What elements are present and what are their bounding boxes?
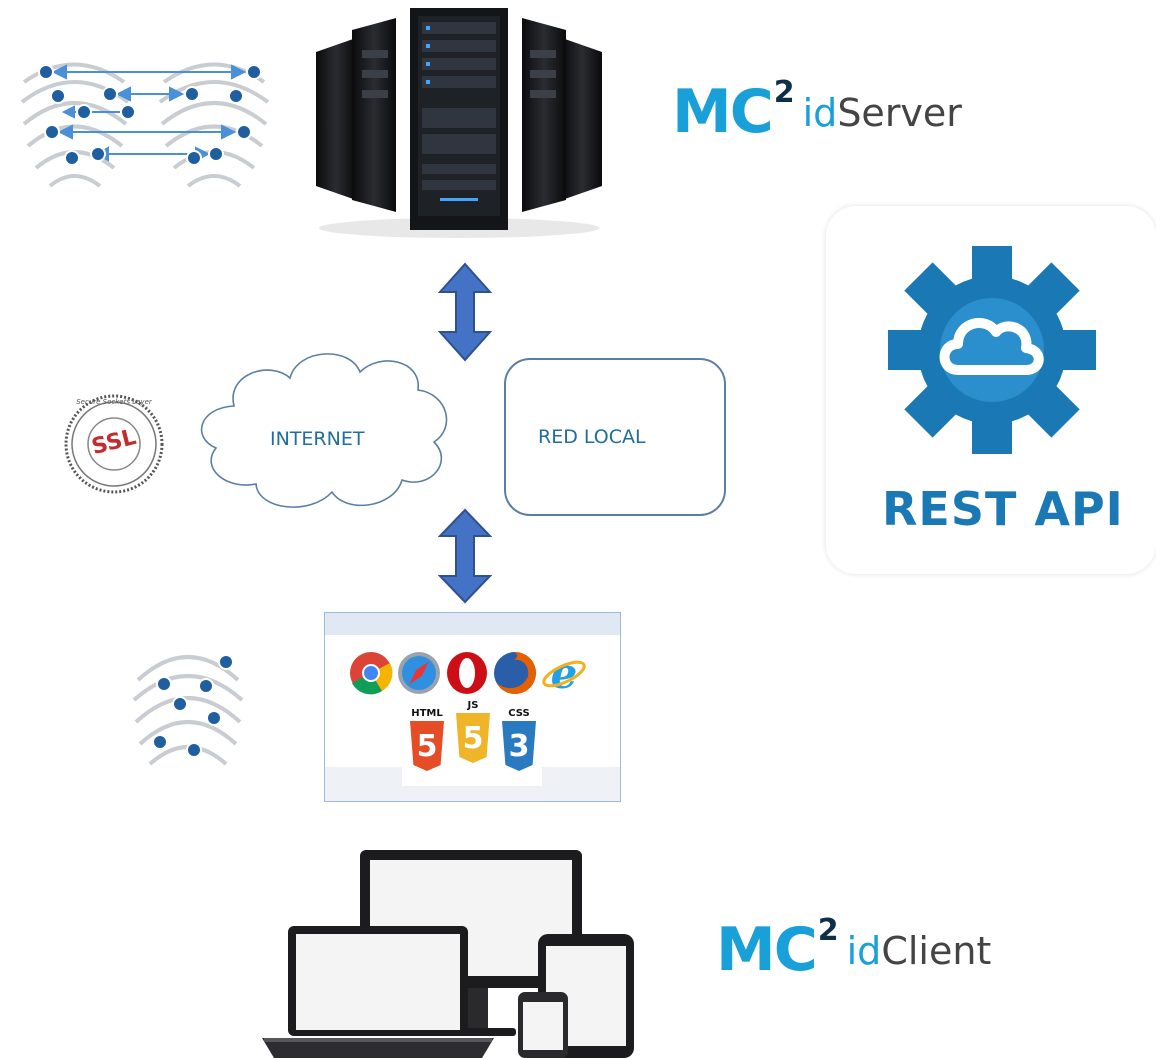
server-brand-mc: MC (672, 77, 774, 147)
internet-label: INTERNET (270, 428, 365, 450)
client-brand-logo: MC 2 idClient (716, 915, 992, 985)
internet-explorer-icon: e (542, 650, 586, 696)
double-arrow-top (438, 262, 492, 362)
server-brand-product: idServer (803, 90, 962, 136)
fingerprint-match-icon (20, 62, 270, 188)
server-brand-sup: 2 (773, 75, 795, 110)
html5-badge: HTML 5 (406, 708, 448, 784)
red-local-box (504, 358, 726, 516)
client-brand-product: idClient (847, 928, 992, 974)
opera-icon (447, 652, 487, 694)
internet-cloud-shape (200, 353, 448, 508)
client-brand-prefix: id (846, 929, 882, 973)
server-brand-prefix: id (802, 91, 838, 135)
html5-badge-number: 5 (416, 728, 438, 764)
fingerprint-icon (132, 654, 244, 766)
ssl-seal-icon (64, 394, 164, 494)
client-brand-sup: 2 (817, 913, 839, 948)
server-brand-logo: MC 2 idServer (672, 77, 962, 147)
chrome-icon (350, 652, 393, 695)
rest-api-label: REST API (882, 482, 1124, 536)
ssl-seal: Secure Sockets Layer SSL (62, 392, 166, 496)
svg-text:e: e (551, 650, 578, 696)
double-arrow-bottom (438, 508, 492, 604)
server-brand-suffix: Server (837, 91, 962, 135)
css3-badge: CSS 3 (498, 708, 540, 784)
client-brand-mc: MC (716, 915, 818, 985)
tech-badges: HTML 5 JS 5 CSS 3 (402, 700, 542, 786)
ssl-seal-ring-text: Secure Sockets Layer (76, 398, 152, 406)
js-badge: JS 5 (452, 700, 494, 776)
css3-shield-icon: 3 (502, 721, 536, 771)
gear-cloud-icon (888, 246, 1096, 454)
red-local-label: RED LOCAL (538, 426, 646, 448)
server-rack-icon (316, 8, 602, 238)
client-brand-suffix: Client (881, 929, 992, 973)
css3-badge-number: 3 (508, 728, 530, 764)
firefox-icon (494, 652, 536, 694)
browser-toolbar (325, 613, 620, 636)
devices-icon (262, 850, 634, 1058)
js-shield-icon: 5 (456, 713, 490, 763)
html5-badge-label: HTML (411, 708, 443, 719)
js-badge-label: JS (467, 700, 479, 711)
css3-badge-label: CSS (508, 708, 530, 719)
html5-shield-icon: 5 (410, 721, 444, 771)
safari-icon (398, 652, 440, 694)
js-badge-number: 5 (462, 720, 484, 756)
